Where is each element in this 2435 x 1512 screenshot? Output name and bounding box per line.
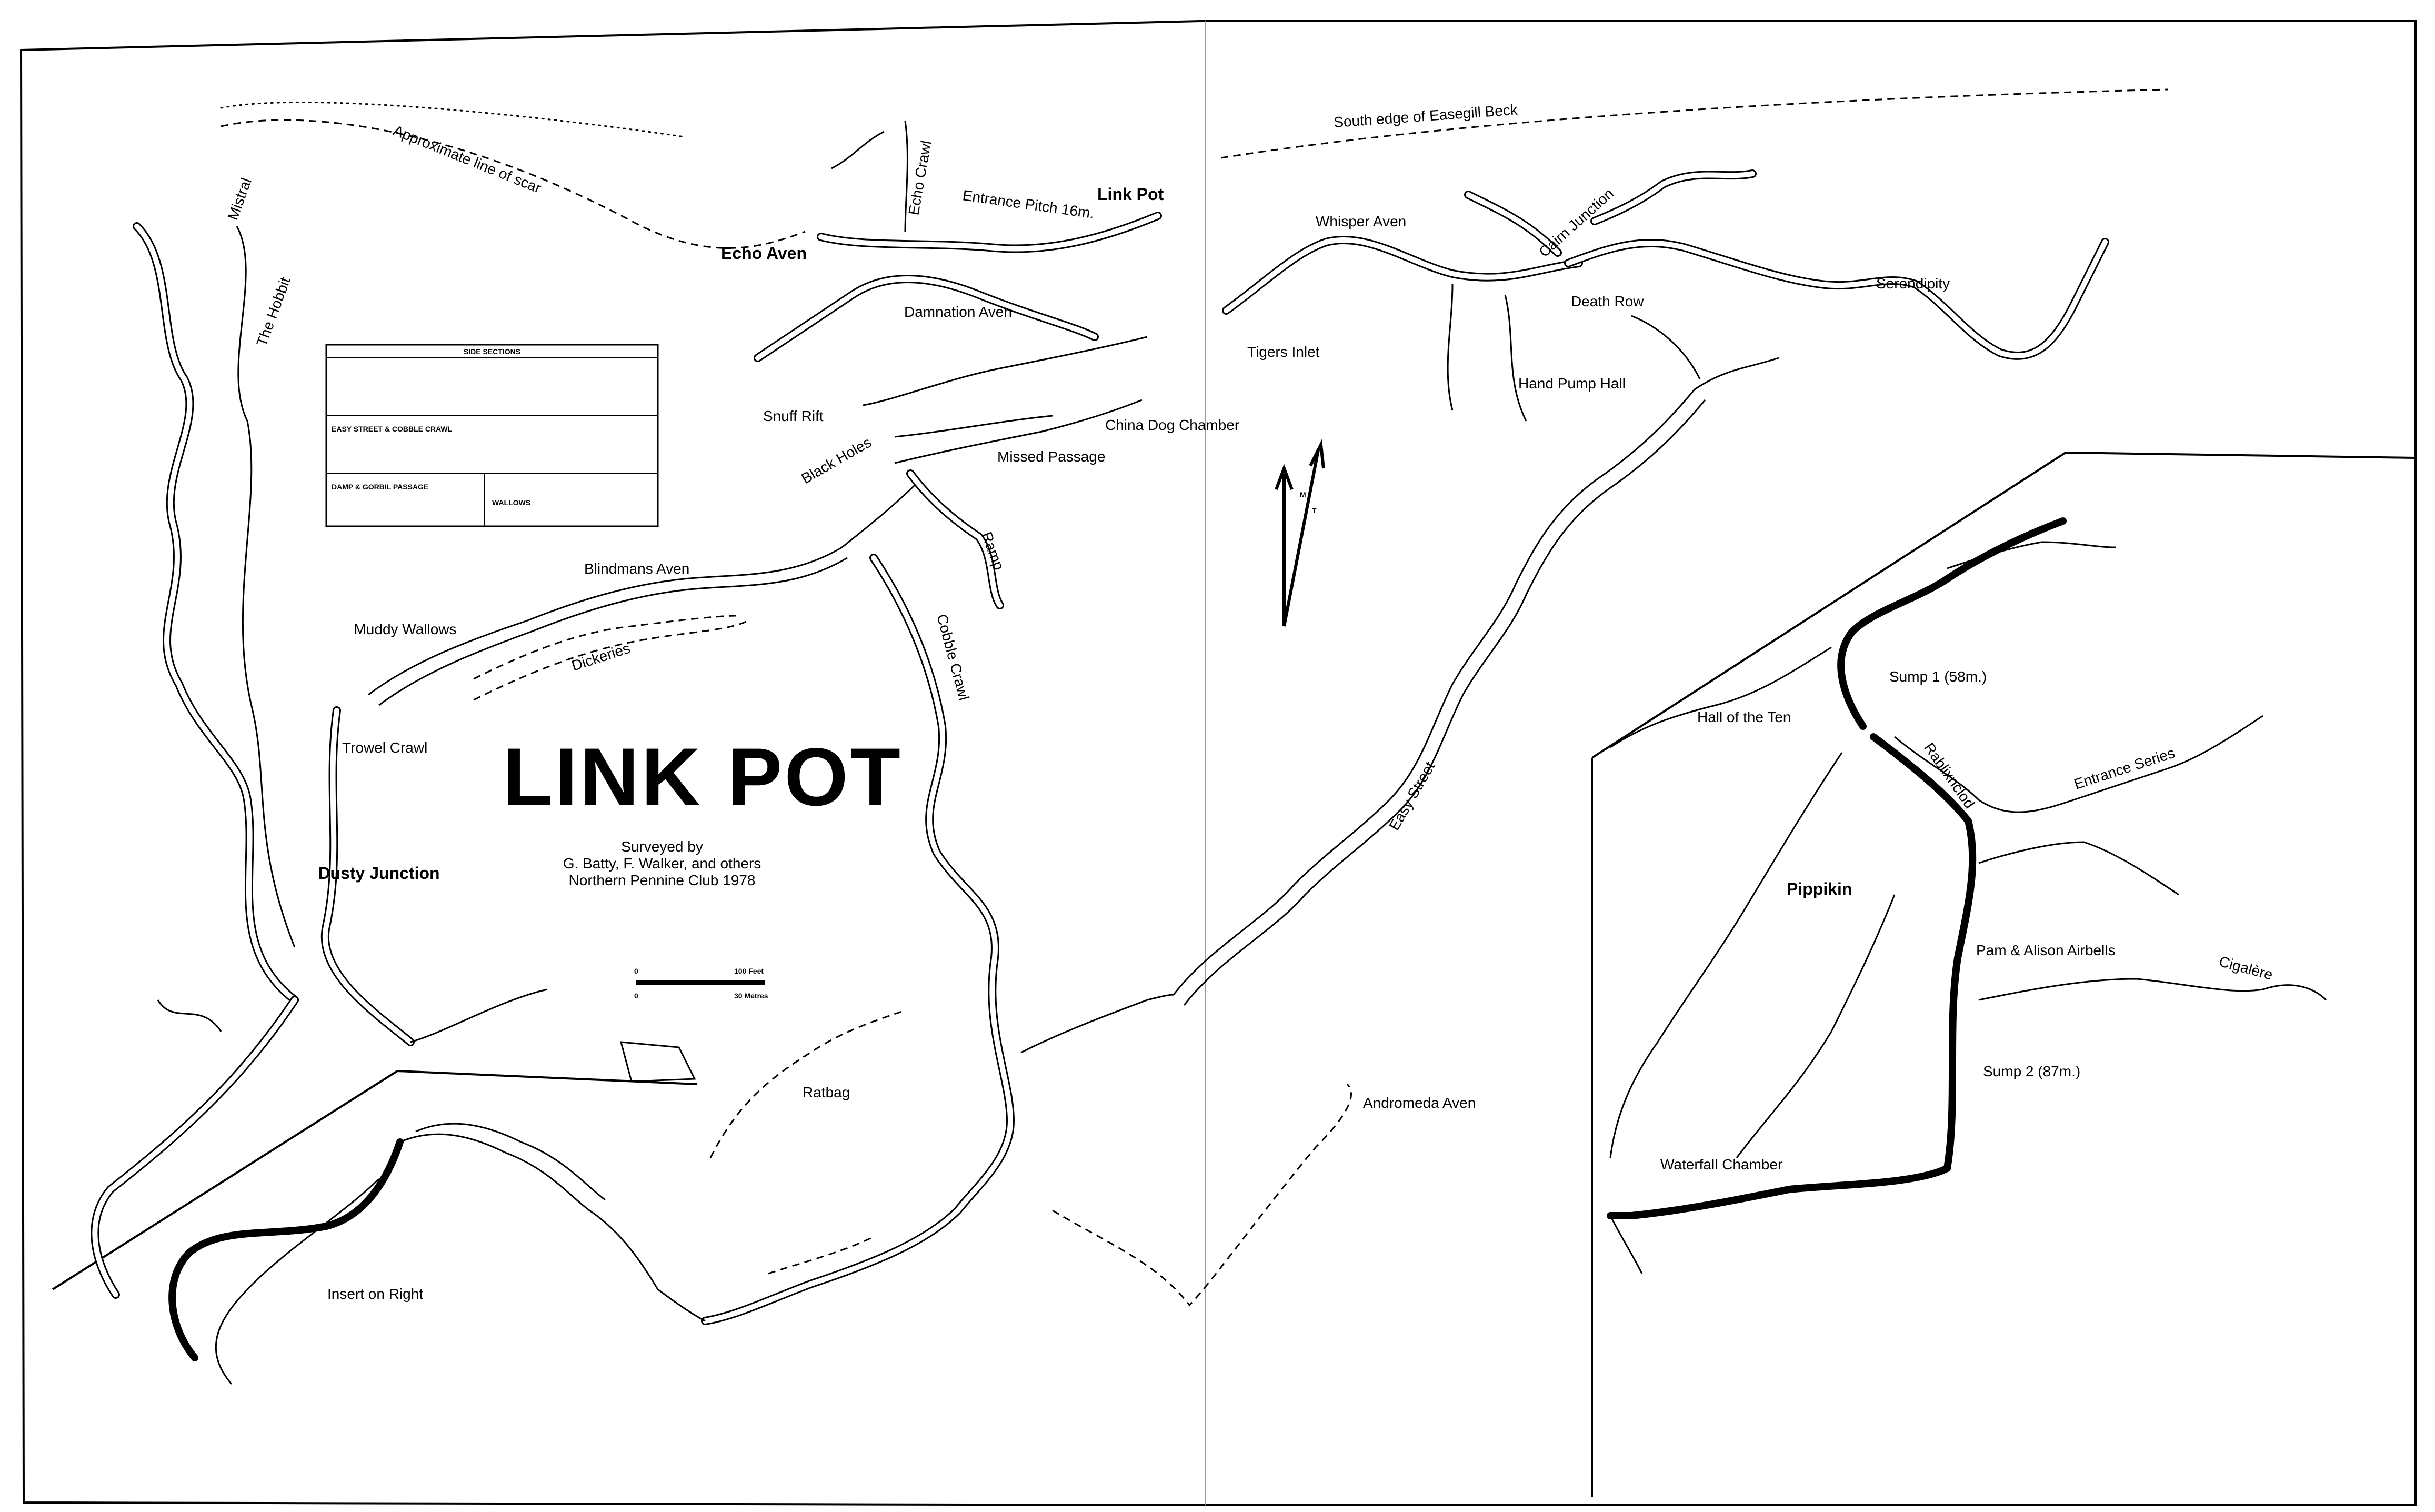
side-sections-legend [325,344,659,527]
label-entrance-pitch: Entrance Pitch 16m. [961,187,1095,222]
credits-line-1: Surveyed by [621,838,703,855]
inset-hall-of-the-ten: Hall of the Ten [1697,709,1791,725]
label-easy-street: Easy Street [1386,759,1438,833]
label-cobble-crawl: Cobble Crawl [934,613,972,702]
entrance-complex [754,121,1162,609]
label-andromeda-aven: Andromeda Aven [1363,1095,1476,1111]
label-cairn-junction: Cairn Junction [1536,185,1617,261]
label-tigers-inlet: Tigers Inlet [1247,344,1320,360]
credits-line-3: Northern Pennine Club 1978 [569,872,756,888]
label-trowel-crawl: Trowel Crawl [342,739,427,756]
north-arrow-m: M [1300,490,1306,499]
map-title: LINK POT [503,732,903,823]
label-death-row: Death Row [1571,293,1644,309]
scale-feet-label: 100 Feet [734,967,764,975]
label-dusty-junction: Dusty Junction [318,864,439,883]
label-hand-pump-hall: Hand Pump Hall [1518,375,1626,392]
inset-pippikin: Pippikin [1787,879,1852,898]
label-south-edge: South edge of Easegill Beck [1333,102,1519,131]
credits-line-2: G. Batty, F. Walker, and others [563,855,761,872]
surface-dotted [220,101,685,138]
inset-waterfall-chamber: Waterfall Chamber [1660,1156,1782,1173]
label-damnation-aven: Damnation Aven [904,304,1012,320]
insert-frame [52,1069,698,1290]
easy-street-passage [1020,357,1779,1054]
label-dickeries: Dickeries [569,640,632,674]
label-serendipity: Serendipity [1876,275,1950,292]
sections-row2-label: EASY STREET & COBBLE CRAWL [332,425,453,433]
label-mistral: Mistral [225,176,255,222]
label-black-holes: Black Holes [799,434,875,487]
unsurveyed-passages [709,1009,1352,1307]
scale-metres-label: 30 Metres [734,992,768,1000]
west-passages [91,222,696,1299]
scale-zero-feet: 0 [634,967,638,975]
scar-line [221,119,806,249]
easegill-beck-edge [1220,88,2169,159]
north-east-passages [1222,169,2109,422]
label-whisper-aven: Whisper Aven [1316,213,1406,229]
north-arrow-t: T [1312,506,1317,515]
sections-header: SIDE SECTIONS [464,347,520,356]
label-ramp: Ramp [978,529,1007,572]
sections-row3-label: DAMP & GORBIL PASSAGE [332,483,428,491]
inset-entrance-series: Entrance Series [2072,745,2177,793]
label-insert-on-right: Insert on Right [327,1286,423,1302]
inset-frame [1591,451,2416,1497]
page-frame [19,20,2417,1506]
scale-zero-metres: 0 [634,992,638,1000]
scale-bar [636,980,765,985]
label-echo-crawl: Echo Crawl [905,139,934,216]
insert-passage [168,1123,706,1385]
north-arrow [1275,439,1325,627]
cobble-crawl-passage [701,554,1015,1325]
inset-cigalere: Cigalère [2217,953,2274,983]
label-muddy-wallows: Muddy Wallows [354,621,456,637]
label-echo-aven: Echo Aven [721,244,807,263]
blindmans-passages [368,483,917,706]
label-approx-scar: Approximate line of scar [391,122,544,196]
label-ratbag: Ratbag [803,1084,850,1100]
inset-rablixnclod: Rablixnclod [1921,740,1978,812]
inset-sump1: Sump 1 (58m.) [1889,668,1987,685]
label-link-pot: Link Pot [1097,185,1164,204]
inset-passages [1607,517,2327,1274]
inset-sump2: Sump 2 (87m.) [1983,1063,2080,1079]
label-snuff-rift: Snuff Rift [763,408,824,424]
sections-wallows-label: WALLOWS [492,498,530,507]
label-blindmans-aven: Blindmans Aven [584,560,689,577]
label-the-hobbit: The Hobbit [254,275,294,349]
label-china-dog: China Dog Chamber [1105,417,1239,433]
label-missed-passage: Missed Passage [997,448,1105,465]
inset-pam-alison: Pam & Alison Airbells [1976,942,2116,958]
